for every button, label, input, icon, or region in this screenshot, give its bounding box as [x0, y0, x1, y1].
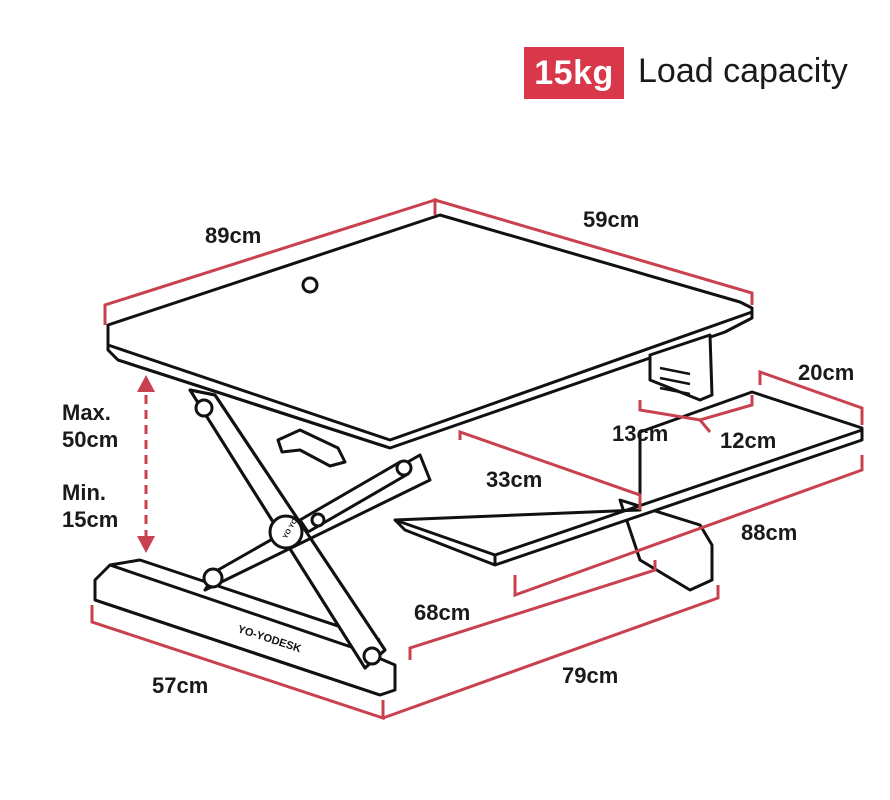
label-base-inner: 68cm: [414, 600, 471, 625]
label-min-value: 15cm: [62, 507, 119, 532]
release-handle: [276, 428, 347, 468]
label-base-width: 79cm: [562, 663, 619, 688]
label-keyboard-width-short: 33cm: [486, 467, 543, 492]
label-max-value: 50cm: [62, 427, 119, 452]
keyboard-tray: [393, 390, 864, 567]
label-keyboard-width: 88cm: [741, 520, 798, 545]
label-depth-top: 59cm: [583, 207, 640, 232]
base-frame: [93, 498, 714, 697]
label-min: Min.: [62, 480, 106, 505]
label-keyboard-depth: 20cm: [798, 360, 855, 385]
dimension-lines: [90, 197, 864, 721]
label-keyboard-inset: 12cm: [720, 428, 777, 453]
label-width-top: 89cm: [205, 223, 262, 248]
top-platform: [106, 213, 754, 450]
scissor-lift: [188, 388, 432, 670]
load-caption: Load capacity: [638, 52, 848, 90]
label-base-depth: 57cm: [152, 673, 209, 698]
load-badge: 15kg: [524, 47, 624, 99]
label-max: Max.: [62, 400, 111, 425]
center-knob: [268, 514, 304, 550]
label-keyboard-step: 13cm: [612, 421, 669, 446]
grommet-hole: [301, 276, 319, 294]
load-badge-text: 15kg: [534, 53, 614, 92]
